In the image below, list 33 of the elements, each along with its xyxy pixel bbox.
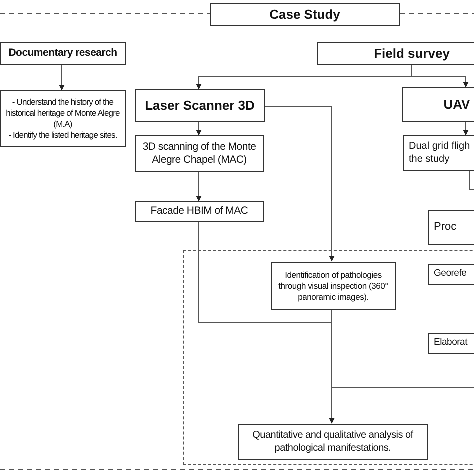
connector-arrow	[412, 64, 469, 88]
title-box	[210, 3, 400, 26]
process-box	[403, 135, 474, 171]
box-text: Identification of pathologies through visual inspection (360° panoramic images).	[278, 270, 390, 302]
process-box	[317, 42, 474, 65]
box-text: Proc	[434, 220, 457, 236]
process-box	[135, 135, 264, 172]
connector-arrow	[196, 172, 202, 202]
process-box	[271, 262, 396, 310]
connector-arrow	[329, 388, 474, 424]
box-text: Facade HBIM of MAC	[150, 204, 248, 219]
box-text: Dual grid fligh the study	[409, 140, 472, 166]
box-text: 3D scanning of the Monte Alegre Chapel (MAC)	[142, 140, 258, 166]
box-text: Elaborat	[434, 336, 468, 350]
box-text: Quantitative and qualitative analysis of pathological manifestations.	[252, 429, 414, 455]
connector-arrow	[463, 122, 469, 136]
box-text: Documentary research	[8, 46, 118, 61]
process-box	[238, 424, 428, 460]
connector-arrow	[59, 64, 65, 91]
box-text: Georefe	[434, 267, 467, 282]
box-text: Case Study	[270, 6, 340, 24]
connector-arrow	[196, 122, 202, 136]
connector-arrow	[264, 106, 335, 262]
box-text: Field survey	[374, 44, 450, 63]
box-text: UAV	[444, 96, 470, 114]
process-box	[0, 42, 126, 65]
process-box	[135, 89, 265, 122]
dashed-region	[183, 250, 474, 465]
box-text: - Identify the listed heritage sites.	[8, 130, 118, 140]
process-box	[135, 201, 264, 222]
process-box	[0, 90, 126, 147]
box-text: Laser Scanner 3D	[145, 96, 255, 115]
box-text: - Understand the history of the historical heritage of Monte Alegre (M.A)	[5, 96, 121, 130]
